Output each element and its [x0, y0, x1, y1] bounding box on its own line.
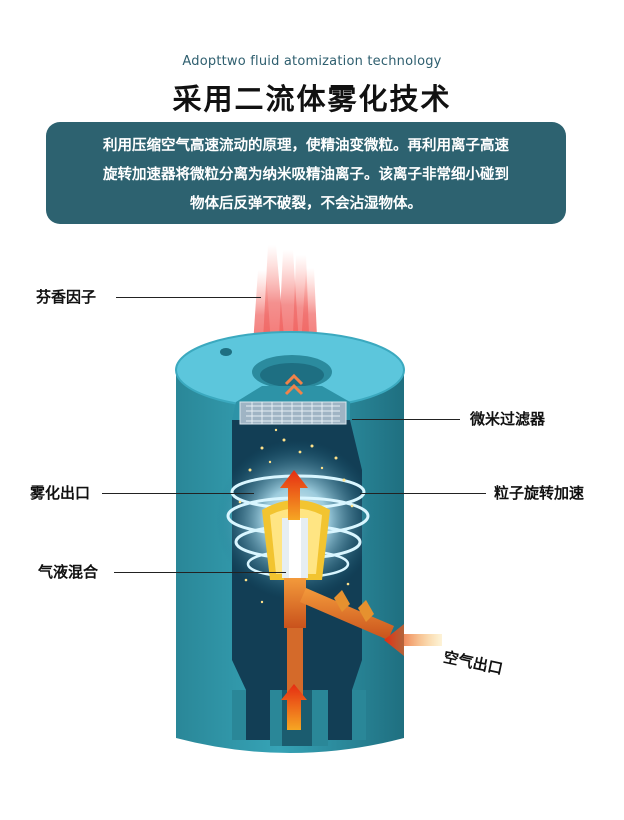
label-atomizing-outlet: 雾化出口	[30, 482, 90, 503]
leader-micro-filter	[352, 419, 460, 420]
leader-atomizing-outlet	[102, 493, 254, 494]
label-particle-accelerator: 粒子旋转加速	[494, 482, 584, 503]
leader-gas-liquid-mix	[114, 572, 286, 573]
label-micro-filter: 微米过滤器	[470, 408, 545, 429]
leader-fragrance	[116, 297, 261, 298]
label-fragrance: 芬香因子	[36, 286, 96, 307]
label-gas-liquid-mix: 气液混合	[38, 561, 98, 582]
leader-particle-accelerator	[360, 493, 486, 494]
